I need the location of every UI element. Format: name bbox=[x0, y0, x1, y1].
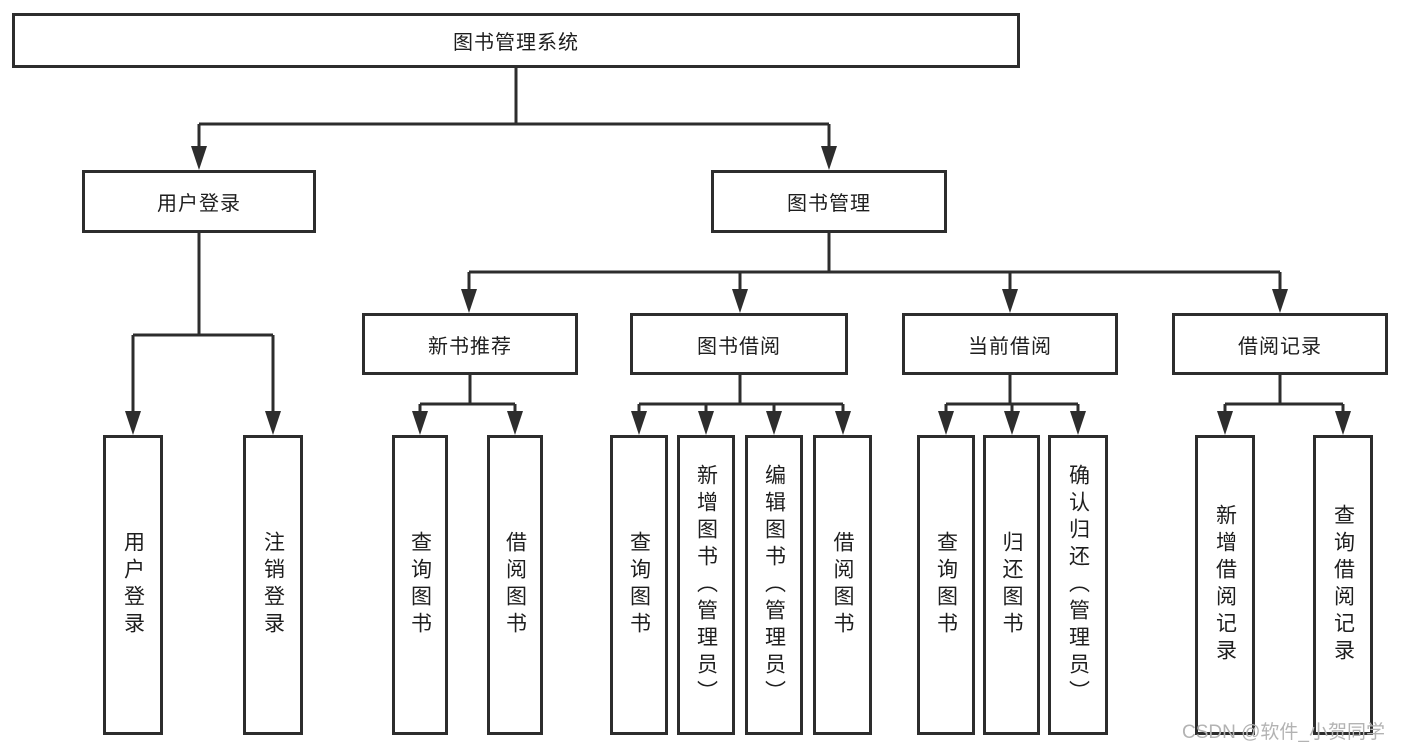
node-user-login: 用户登录 bbox=[82, 170, 316, 233]
leaf-confirm-return-admin-label: 确认归还（管理员） bbox=[1066, 463, 1090, 707]
node-current-borrow-label: 当前借阅 bbox=[968, 335, 1052, 358]
leaf-return-book-label: 归还图书 bbox=[1000, 531, 1023, 639]
leaf-query-book-recommend-label: 查询图书 bbox=[408, 531, 432, 639]
leaf-query-book-current-label: 查询图书 bbox=[934, 531, 958, 639]
tree-connector-lines bbox=[131, 68, 1345, 415]
leaf-query-book-borrow-label: 查询图书 bbox=[627, 531, 651, 639]
leaf-query-borrow-record: 查询借阅记录 bbox=[1313, 435, 1373, 735]
node-root-system: 图书管理系统 bbox=[12, 13, 1020, 68]
leaf-borrow-book-recommend-label: 借阅图书 bbox=[503, 531, 527, 639]
leaf-borrow-book-recommend: 借阅图书 bbox=[487, 435, 543, 735]
csdn-watermark: CSDN @软件_小贺同学 bbox=[1182, 722, 1385, 743]
node-root-system-label: 图书管理系统 bbox=[453, 32, 579, 54]
leaf-add-book-admin: 新增图书（管理员） bbox=[677, 435, 735, 735]
leaf-edit-book-admin: 编辑图书（管理员） bbox=[745, 435, 803, 735]
node-new-book-recommend-label: 新书推荐 bbox=[428, 335, 512, 358]
leaf-query-book-current: 查询图书 bbox=[917, 435, 975, 735]
leaf-return-book: 归还图书 bbox=[983, 435, 1040, 735]
leaf-query-book-recommend: 查询图书 bbox=[392, 435, 448, 735]
leaf-borrow-book: 借阅图书 bbox=[813, 435, 872, 735]
node-book-borrow-label: 图书借阅 bbox=[697, 335, 781, 358]
leaf-add-borrow-record: 新增借阅记录 bbox=[1195, 435, 1255, 735]
leaf-user-login-label: 用户登录 bbox=[121, 531, 145, 639]
leaf-add-book-admin-label: 新增图书（管理员） bbox=[694, 463, 718, 707]
leaf-borrow-book-label: 借阅图书 bbox=[831, 531, 854, 639]
node-current-borrow: 当前借阅 bbox=[902, 313, 1118, 375]
leaf-query-book-borrow: 查询图书 bbox=[610, 435, 668, 735]
node-borrow-record: 借阅记录 bbox=[1172, 313, 1388, 375]
node-user-login-label: 用户登录 bbox=[157, 193, 241, 215]
node-borrow-record-label: 借阅记录 bbox=[1238, 335, 1322, 358]
node-book-management-label: 图书管理 bbox=[787, 193, 871, 215]
leaf-user-login: 用户登录 bbox=[103, 435, 163, 735]
node-book-management: 图书管理 bbox=[711, 170, 947, 233]
node-book-borrow: 图书借阅 bbox=[630, 313, 848, 375]
leaf-confirm-return-admin: 确认归还（管理员） bbox=[1048, 435, 1108, 735]
leaf-edit-book-admin-label: 编辑图书（管理员） bbox=[762, 463, 786, 707]
leaf-logout-label: 注销登录 bbox=[261, 531, 285, 639]
arrowheads bbox=[125, 146, 1351, 435]
leaf-logout: 注销登录 bbox=[243, 435, 303, 735]
node-new-book-recommend: 新书推荐 bbox=[362, 313, 578, 375]
leaf-query-borrow-record-label: 查询借阅记录 bbox=[1331, 504, 1355, 666]
leaf-add-borrow-record-label: 新增借阅记录 bbox=[1213, 504, 1237, 666]
